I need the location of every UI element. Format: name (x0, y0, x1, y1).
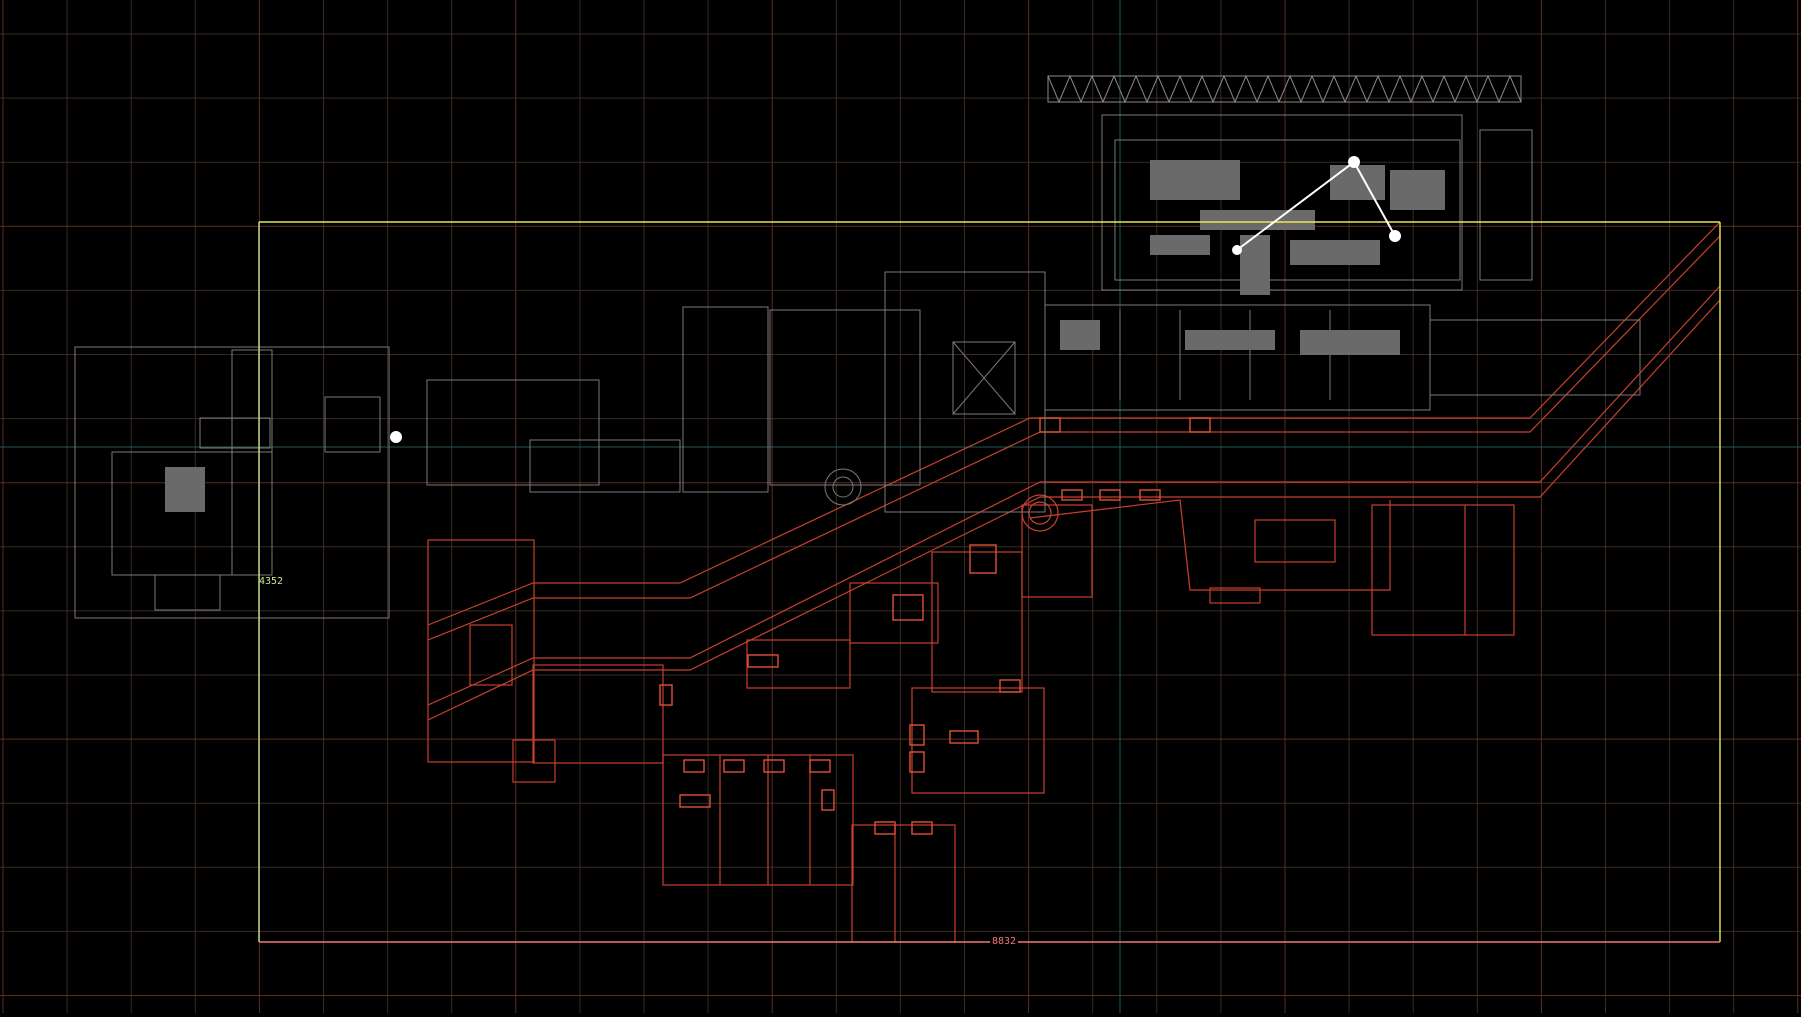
gray-outer-bounds[interactable] (74, 346, 390, 619)
gray-compound-north[interactable] (1101, 114, 1463, 291)
red-details (659, 417, 1211, 835)
gray-block-c[interactable] (682, 306, 769, 493)
gray-fountain[interactable] (824, 468, 862, 506)
room-center-a[interactable] (849, 582, 939, 644)
room-left-block[interactable] (427, 539, 535, 763)
room-far-right[interactable] (1371, 504, 1515, 636)
gray-tower[interactable] (231, 349, 273, 576)
path-node-icon[interactable] (1348, 156, 1360, 168)
gray-block-b[interactable] (529, 439, 681, 493)
gray-porch[interactable] (199, 417, 271, 449)
hallway-outline-d[interactable] (427, 285, 1721, 706)
room-stair[interactable] (469, 624, 513, 686)
path-node-icon[interactable] (1232, 245, 1242, 255)
width-dimension-label: 8832 (990, 936, 1019, 947)
room-center-c[interactable] (911, 687, 1045, 794)
roof-truss (1047, 74, 1522, 104)
room-lower-row[interactable] (662, 754, 854, 886)
room-right-box[interactable] (1254, 519, 1336, 563)
room-right-small[interactable] (1209, 587, 1261, 604)
hallway-outline-b[interactable] (427, 235, 1721, 641)
gray-block-d[interactable] (769, 309, 921, 486)
path-node-icon[interactable] (1389, 230, 1401, 242)
room-left-lower[interactable] (532, 664, 664, 764)
room-center-d[interactable] (931, 551, 1023, 693)
selected-path[interactable] (390, 156, 1401, 443)
gray-brush-group[interactable] (74, 114, 1641, 619)
height-dimension-label: 4352 (259, 576, 284, 587)
gray-steps[interactable] (154, 574, 221, 611)
gray-building-east[interactable] (1429, 319, 1641, 396)
player-start-icon[interactable] (390, 431, 402, 443)
gray-side-wing[interactable] (1479, 129, 1533, 281)
round-pillar[interactable] (1021, 494, 1059, 532)
gray-compound-detail (165, 160, 1445, 512)
room-corridor-node[interactable] (1021, 504, 1093, 598)
world-bounds (258, 221, 1721, 943)
gray-courtyard[interactable] (952, 341, 1016, 415)
gray-house[interactable] (324, 396, 381, 453)
room-right-outline[interactable] (1029, 499, 1391, 591)
room-center-b[interactable] (746, 639, 851, 689)
gray-block-a[interactable] (426, 379, 600, 486)
room-left-small[interactable] (512, 739, 556, 783)
